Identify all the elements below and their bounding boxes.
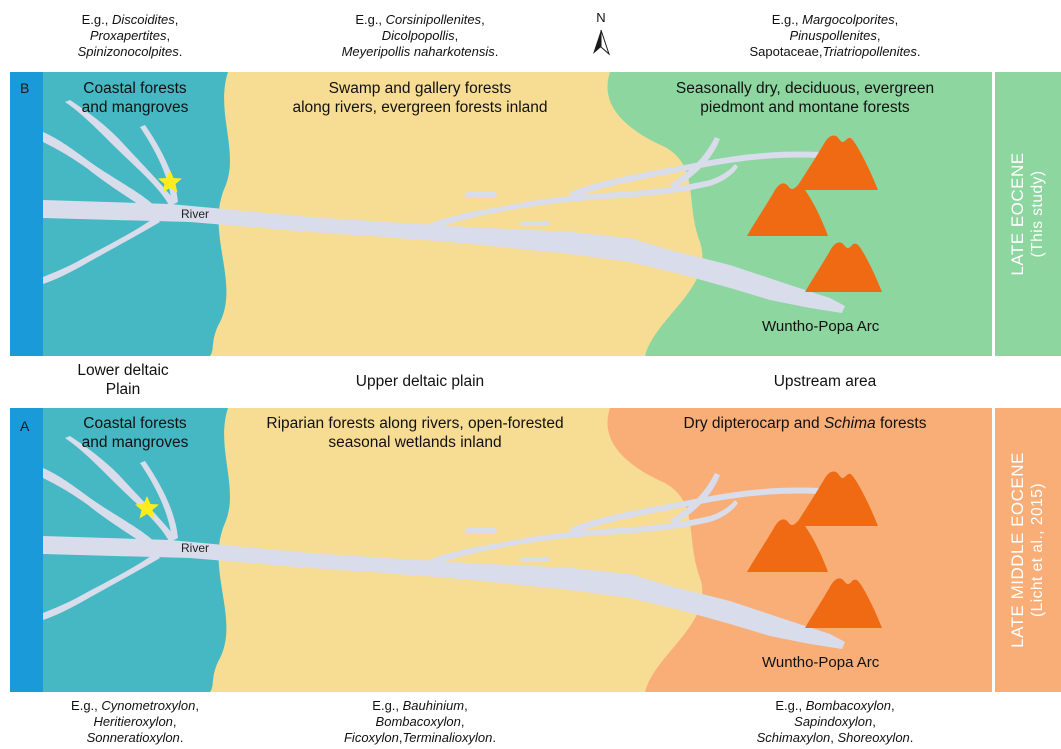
panel-a-coastal-label: Coastal forests and mangroves bbox=[81, 415, 189, 451]
panel-b-coastal-label: Coastal forests and mangroves bbox=[81, 80, 189, 116]
bottom-examples-left: E.g., Cynometroxylon, Heritieroxylon, So… bbox=[71, 698, 199, 745]
north-arrow: N bbox=[588, 10, 614, 60]
panel-b-upstream-label: Seasonally dry, deciduous, evergreen pie… bbox=[675, 80, 935, 116]
upstream-area-label: Upstream area bbox=[773, 373, 877, 390]
top-examples-middle: E.g., Corsinipollenites, Dicolpopollis, … bbox=[341, 12, 499, 59]
star-icon bbox=[158, 170, 182, 193]
bottom-examples-right: E.g., Bombacoxylon, Sapindoxylon, Schima… bbox=[756, 698, 914, 745]
panel-b-letter: B bbox=[20, 80, 30, 96]
panel-b-middle-label: Swamp and gallery forests along rivers, … bbox=[292, 80, 548, 116]
panel-b-map bbox=[10, 72, 992, 356]
panel-b-sidebar: LATE EOCENE (This study) bbox=[995, 72, 1061, 356]
upper-deltaic-label: Upper deltaic plain bbox=[355, 373, 485, 390]
panel-a-letter: A bbox=[20, 418, 30, 434]
volcano-icon bbox=[747, 135, 882, 292]
panel-b-sidebar-subtitle: (This study) bbox=[1029, 170, 1046, 258]
north-arrow-icon bbox=[593, 29, 611, 56]
panel-a-upstream-label: Dry dipterocarp and Schima forests bbox=[683, 415, 927, 432]
star-icon bbox=[135, 496, 159, 519]
panel-a-arc-label: Wuntho-Popa Arc bbox=[762, 654, 880, 671]
volcano-icon bbox=[747, 471, 882, 628]
panel-a-map bbox=[10, 408, 992, 692]
panel-b-arc-label: Wuntho-Popa Arc bbox=[762, 318, 880, 335]
panel-a-middle-label: Riparian forests along rivers, open-fore… bbox=[266, 415, 564, 451]
panel-a-sidebar-title: LATE MIDDLE EOCENE bbox=[1008, 452, 1027, 648]
north-label: N bbox=[596, 10, 606, 25]
panel-a-sidebar-subtitle: (Licht et al., 2015) bbox=[1029, 482, 1046, 618]
panel-b-river-label: River bbox=[181, 207, 210, 221]
river-b bbox=[43, 100, 845, 313]
top-examples-right: E.g., Margocolporites, Pinuspollenites, … bbox=[749, 12, 921, 59]
bottom-examples-middle: E.g., Bauhinium, Bombacoxylon, Ficoxylon… bbox=[343, 698, 496, 745]
top-examples-left: E.g., Discoidites, Proxapertites, Spiniz… bbox=[77, 12, 183, 59]
panel-a-river-label: River bbox=[181, 541, 210, 555]
river-a bbox=[43, 436, 845, 649]
panel-a-sidebar: LATE MIDDLE EOCENE (Licht et al., 2015) bbox=[995, 408, 1061, 692]
lower-deltaic-label: Lower deltaic Plain bbox=[77, 362, 169, 398]
panel-b-sidebar-title: LATE EOCENE bbox=[1008, 152, 1027, 276]
